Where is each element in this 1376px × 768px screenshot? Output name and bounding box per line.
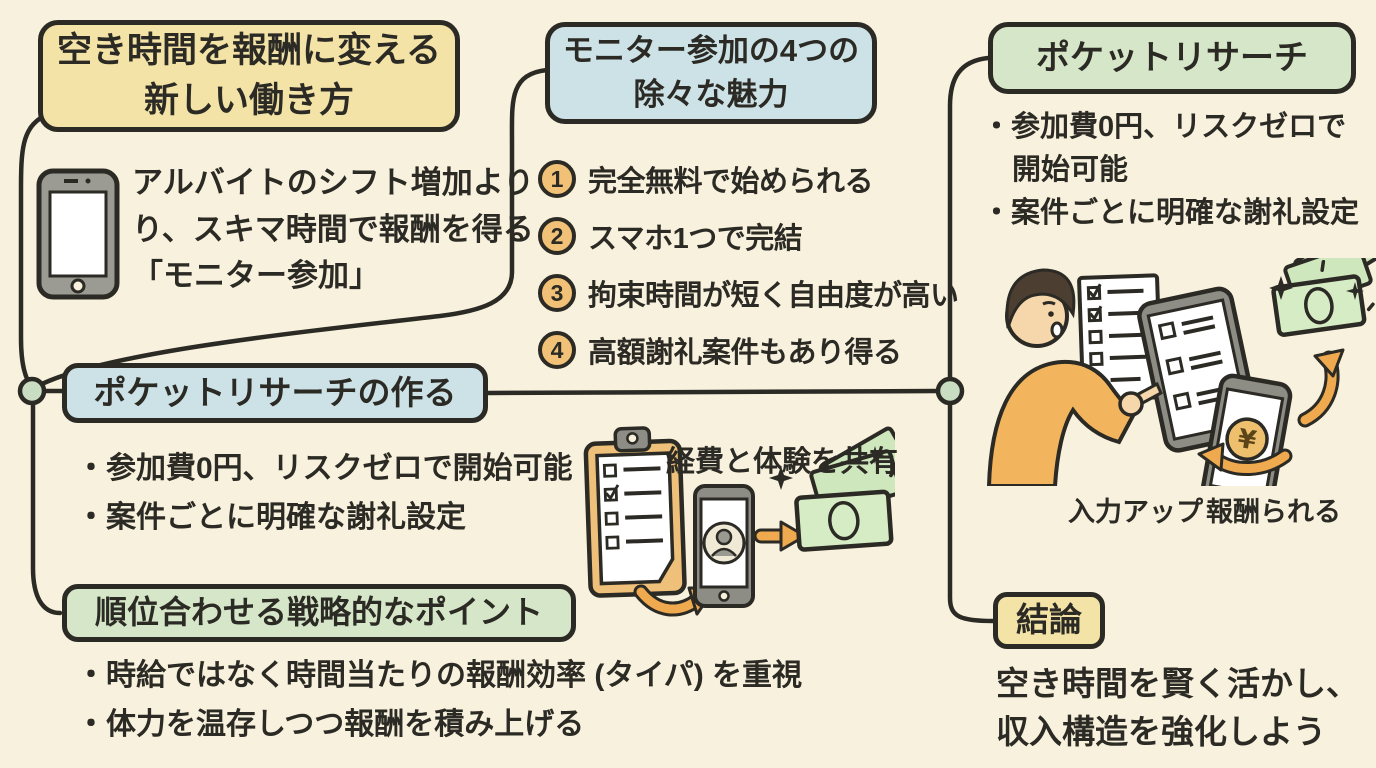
merits-list: 1 完全無料で始められる 2 スマホ1つで完結 3 拘束時間が短く自由度が高い … xyxy=(538,158,959,386)
left-arrow-icon xyxy=(1197,442,1293,477)
conclusion-text: 空き時間を賢く活かし、 収入構造を強化しよう xyxy=(996,660,1359,755)
person-using-app-illustration: ¥ xyxy=(986,258,1376,486)
connector-node-left xyxy=(17,376,47,406)
money-bills-icon xyxy=(1271,258,1376,337)
strategy-bullet2: ・体力を温存しつつ報酬を積み上げる xyxy=(76,707,585,741)
svg-text:¥: ¥ xyxy=(1235,424,1258,457)
survey-to-reward-illustration xyxy=(583,426,895,617)
strategy-title-box: 順位合わせる戦略的なポイント xyxy=(62,584,576,642)
intro-title-line1: 空き時間を報酬に変える xyxy=(57,31,441,71)
pocket-works-bullet1: ・参加費0円、リスクゼロで開始可能 xyxy=(76,452,573,485)
number-circle-4: 4 xyxy=(538,331,576,369)
smartphone-icon xyxy=(36,168,120,300)
merit-text-1: 完全無料で始められる xyxy=(588,166,874,198)
person-figure xyxy=(986,268,1163,486)
sparkle-icon xyxy=(769,446,895,490)
label-reward: 報酬られる xyxy=(1206,497,1341,527)
merit-item-4: 4 高額謝礼案件もあり得る xyxy=(538,329,959,371)
conclusion-label-box: 結論 xyxy=(993,592,1105,649)
merits-title-box: モニター参加の4つの 除々な魅力 xyxy=(545,22,877,124)
merits-title-line1: モニター参加の4つの xyxy=(562,32,860,68)
pocket-works-title-box: ポケットリサーチの作る xyxy=(62,363,488,423)
phone-avatar-icon xyxy=(693,484,755,608)
merits-title-line2: 除々な魅力 xyxy=(633,77,789,112)
intro-title-box: 空き時間を報酬に変える 新しい働き方 xyxy=(38,20,460,132)
survey-caption: 経費と体験を共有 xyxy=(666,446,899,478)
pocket-research-bullet2: ・案件ごとに明確な謝礼設定 xyxy=(982,196,1360,229)
intro-body-line3: 「モニター参加」 xyxy=(132,258,380,293)
merit-item-1: 1 完全無料で始められる xyxy=(538,158,959,200)
number-circle-1: 1 xyxy=(538,160,576,198)
connector-works-to-rightnode xyxy=(485,388,941,396)
intro-title-line2: 新しい働き方 xyxy=(143,81,354,120)
pocket-works-bullets: ・参加費0円、リスクゼロで開始可能 ・案件ごとに明確な謝礼設定 xyxy=(76,444,573,542)
sparkle-icon xyxy=(1269,259,1375,312)
merit-text-4: 高額謝礼案件もあり得る xyxy=(588,337,902,369)
conclusion-label: 結論 xyxy=(1016,601,1082,639)
money-bills-icon xyxy=(794,426,895,552)
intro-body-line2: り、スキマ時間で報酬を得る xyxy=(132,211,534,247)
connector-node-to-strategy xyxy=(30,399,63,616)
pocket-research-bullet1-line1: ・参加費0円、リスクゼロで xyxy=(982,111,1347,143)
strategy-bullet1: ・時給ではなく時間当たりの報酬効率 (タイパ) を重視 xyxy=(76,659,803,692)
label-input: 入力アップ xyxy=(1068,497,1203,527)
strategy-title: 順位合わせる戦略的なポイント xyxy=(94,594,543,631)
pocket-research-bullet1-line2: 開始可能 xyxy=(1012,153,1129,186)
pocket-works-bullet2: ・案件ごとに明確な謝礼設定 xyxy=(76,501,466,535)
pocket-works-title: ポケットリサーチの作る xyxy=(93,373,457,411)
right-arrow-icon xyxy=(753,520,807,552)
pocket-research-title: ポケットリサーチ xyxy=(1036,38,1308,77)
merit-text-2: スマホ1つで完結 xyxy=(588,223,803,255)
intro-body-line1: アルバイトのシフト増加より xyxy=(132,165,535,200)
strategy-bullets: ・時給ではなく時間当たりの報酬効率 (タイパ) を重視 ・体力を温存しつつ報酬を… xyxy=(76,652,802,749)
merit-text-3: 拘束時間が短く自由度が高い xyxy=(588,280,959,312)
intro-body-text: アルバイトのシフト増加より り、スキマ時間で報酬を得る 「モニター参加」 xyxy=(132,160,534,300)
conclusion-line1: 空き時間を賢く活かし、 xyxy=(996,665,1359,702)
merit-item-3: 3 拘束時間が短く自由度が高い xyxy=(538,272,959,314)
number-circle-3: 3 xyxy=(538,274,576,312)
conclusion-line2: 収入構造を強化しよう xyxy=(996,712,1326,750)
up-arrow-icon xyxy=(1297,348,1345,428)
merit-item-2: 2 スマホ1つで完結 xyxy=(538,215,959,257)
number-circle-2: 2 xyxy=(538,217,576,255)
pocket-research-bullets: ・参加費0円、リスクゼロで 開始可能 ・案件ごとに明確な謝礼設定 xyxy=(982,106,1359,235)
pocket-research-title-box: ポケットリサーチ xyxy=(988,22,1356,94)
